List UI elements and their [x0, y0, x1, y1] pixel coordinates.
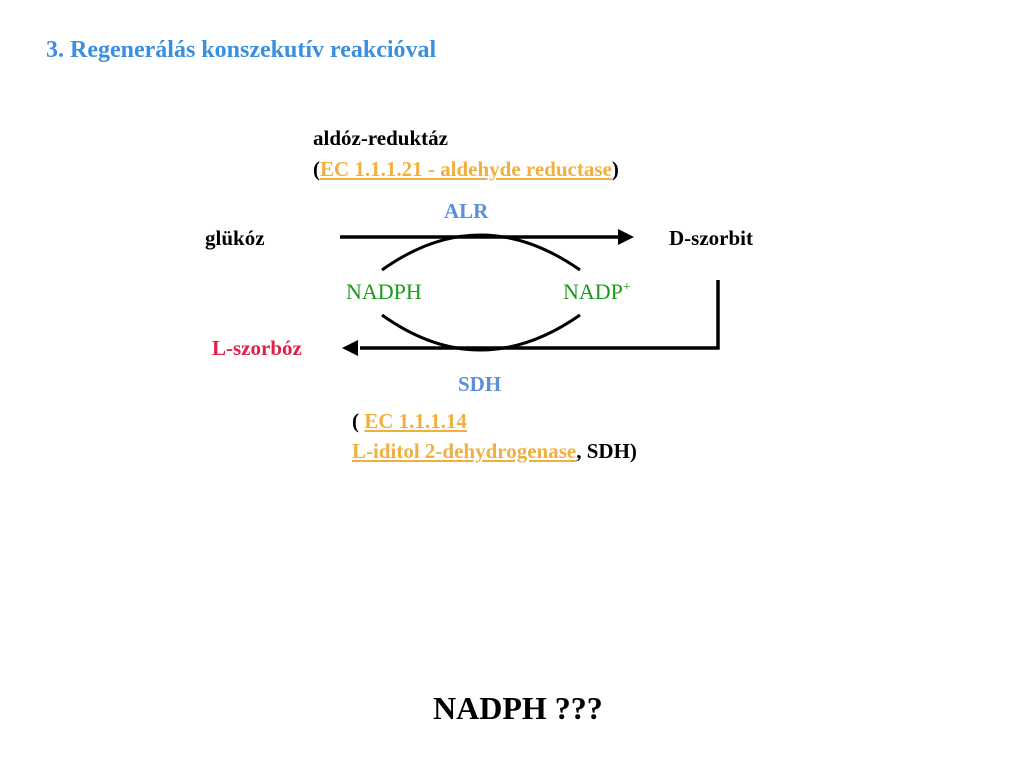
- question-text: NADPH ???: [433, 690, 603, 726]
- forward-arrowhead: [618, 229, 634, 245]
- cofactor-nadph: NADPH: [346, 279, 422, 304]
- enzyme-label-sdh: SDH: [458, 372, 501, 396]
- connector-line: [360, 280, 720, 350]
- enzyme-ref-sdh-line2: L-iditol 2-dehydrogenase, SDH): [352, 439, 637, 464]
- link-l-iditol-dehydrogenase[interactable]: L-iditol 2-dehydrogenase: [352, 439, 577, 463]
- enzyme-name-alr: aldóz-reduktáz: [313, 126, 448, 150]
- compound-sorbose: L-szorbóz: [212, 336, 302, 360]
- enzyme-ref-alr: (EC 1.1.1.21 - aldehyde reductase): [313, 157, 619, 182]
- cofactor-nadp-charge: +: [623, 280, 631, 295]
- enzyme-label-alr: ALR: [444, 199, 489, 223]
- sdh-suffix: , SDH): [576, 439, 637, 463]
- enzyme-ref-sdh-line1: ( EC 1.1.1.14: [352, 409, 467, 434]
- slide-title: 3. Regenerálás konszekutív reakcióval: [46, 37, 437, 63]
- cofactor-arc-top: [381, 233, 581, 272]
- cofactor-nadp: NADP+: [563, 279, 631, 304]
- backward-arrowhead: [342, 340, 358, 356]
- cofactor-arc-bottom: [381, 313, 581, 352]
- compound-glucose: glükóz: [205, 226, 265, 250]
- compound-sorbitol: D-szorbit: [669, 226, 753, 250]
- ec-link-sdh[interactable]: EC 1.1.1.14: [364, 409, 467, 433]
- ec-link-aldehyde-reductase[interactable]: EC 1.1.1.21 - aldehyde reductase: [320, 157, 612, 181]
- open-paren: (: [352, 409, 365, 433]
- close-paren: ): [611, 157, 619, 181]
- open-paren: (: [313, 157, 320, 181]
- cofactor-nadp-base: NADP: [563, 279, 623, 304]
